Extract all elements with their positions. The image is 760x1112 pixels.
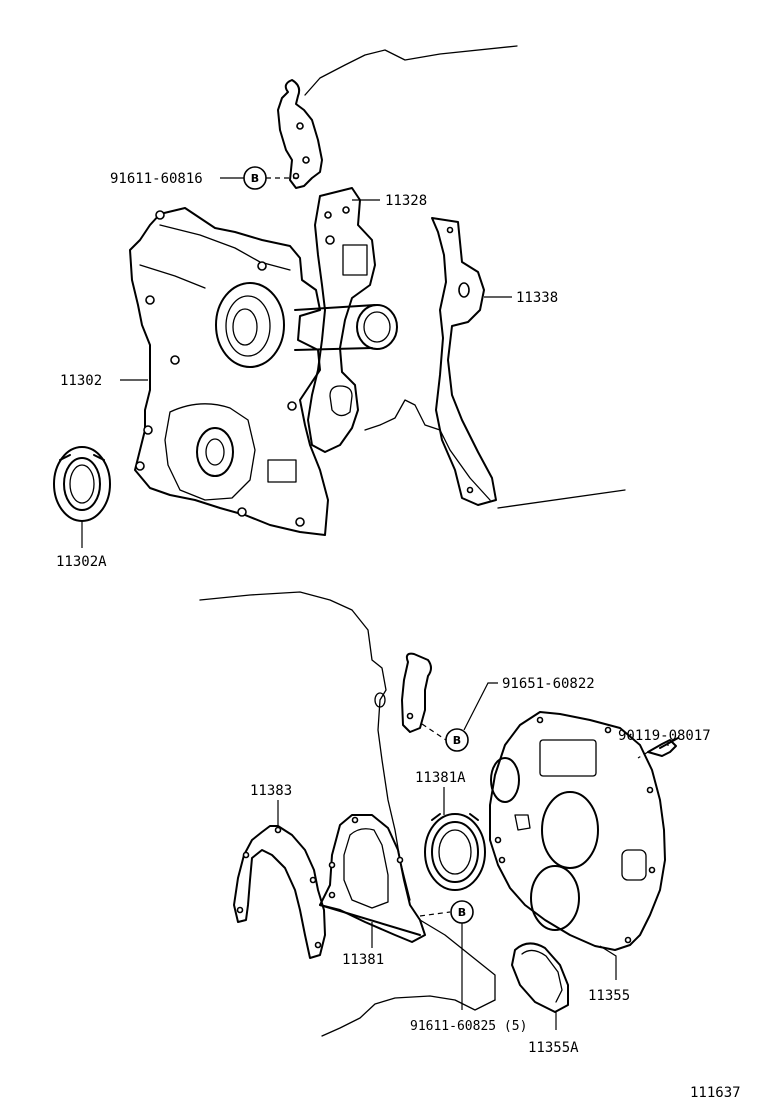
cover-11355a bbox=[511, 942, 569, 1013]
marker-b-mid bbox=[445, 728, 469, 752]
marker-b-bottom-text: B bbox=[458, 906, 466, 919]
label-11355a: 11355A bbox=[528, 1040, 579, 1056]
label-90119-08017: 90119-08017 bbox=[618, 728, 711, 744]
label-11302: 11302 bbox=[60, 373, 102, 389]
bolt-90119 bbox=[637, 737, 679, 759]
engine-block-outline-lower bbox=[199, 591, 496, 1037]
label-91611-60816: 91611-60816 bbox=[110, 171, 203, 187]
label-11338: 11338 bbox=[516, 290, 558, 306]
gasket-11328 bbox=[307, 187, 376, 453]
label-11328: 11328 bbox=[385, 193, 427, 209]
engine-block-outline-upper bbox=[304, 45, 626, 509]
callouts-upper: B 91611-60816 11328 11338 11302 11302A bbox=[56, 166, 558, 570]
label-11355: 11355 bbox=[588, 988, 630, 1004]
label-11381a: 11381A bbox=[415, 770, 466, 786]
end-plate-11355 bbox=[489, 711, 666, 951]
diagram-id: 111637 bbox=[690, 1085, 741, 1101]
callouts-lower: B 91651-60822 90119-08017 11383 11381A 1… bbox=[250, 676, 711, 1056]
upper-bracket bbox=[277, 79, 323, 189]
gasket-11383 bbox=[233, 825, 326, 959]
marker-b-mid-text: B bbox=[453, 734, 461, 747]
lower-bracket bbox=[401, 652, 447, 741]
oil-seal-11302a bbox=[53, 446, 111, 522]
oil-seal-11381a bbox=[424, 813, 486, 891]
label-11381: 11381 bbox=[342, 952, 384, 968]
gasket-11338 bbox=[431, 217, 497, 506]
oil-seal-retainer-11381 bbox=[319, 814, 426, 943]
timing-gear-cover bbox=[129, 207, 398, 536]
label-91651-60822: 91651-60822 bbox=[502, 676, 595, 692]
marker-b-top-text: B bbox=[251, 172, 259, 185]
label-11302a: 11302A bbox=[56, 554, 107, 570]
label-91611-60825: 91611-60825 (5) bbox=[410, 1019, 527, 1034]
label-11383: 11383 bbox=[250, 783, 292, 799]
